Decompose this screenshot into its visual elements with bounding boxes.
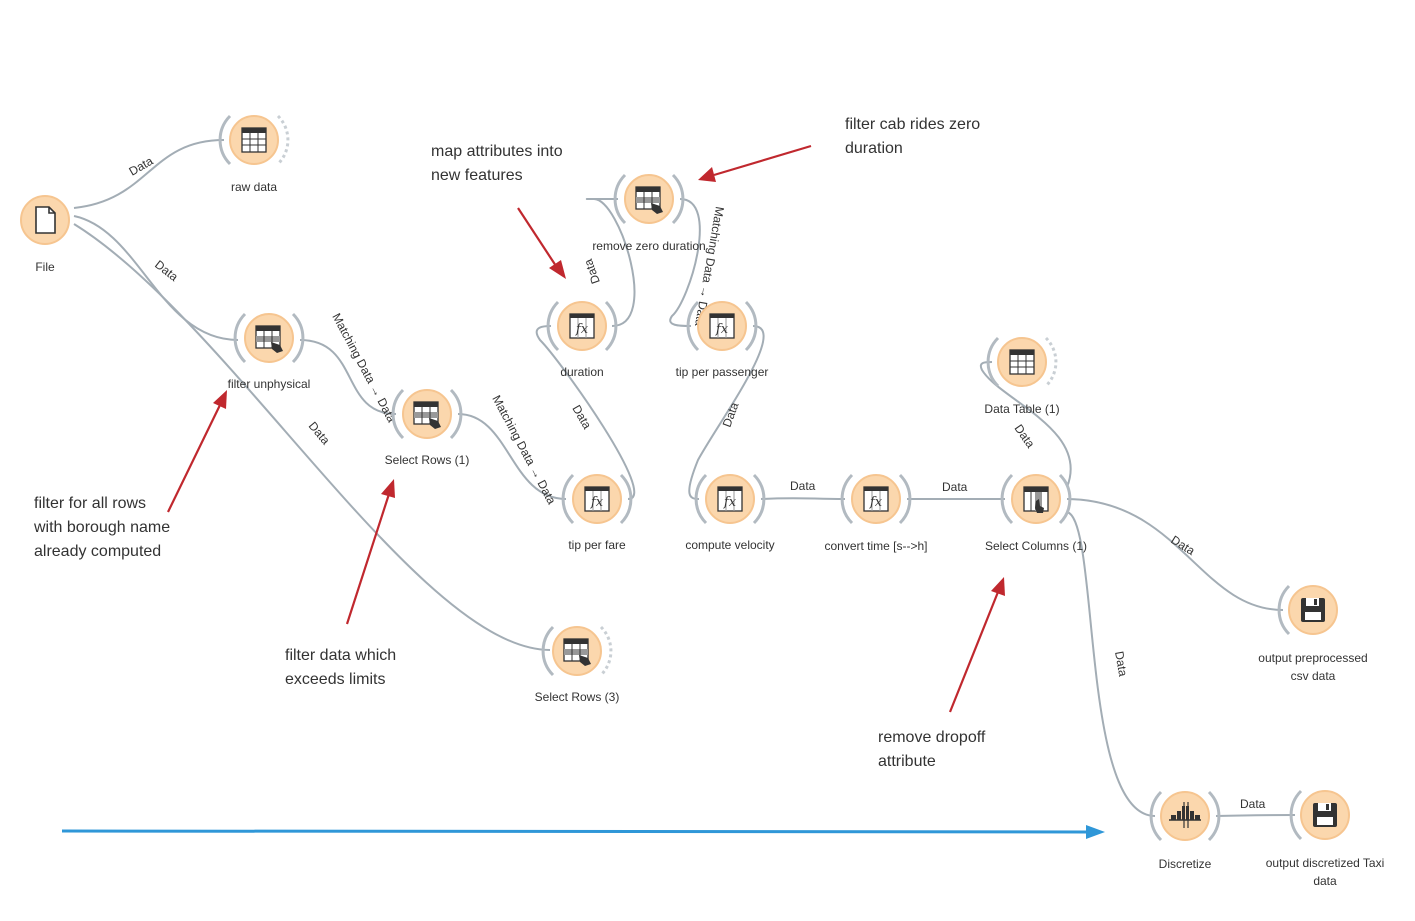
node-tip-per-passenger[interactable]: tip per passenger bbox=[676, 300, 769, 379]
arrow-filter-limits[interactable] bbox=[345, 479, 395, 625]
edge-label-convert-selectcols: Data bbox=[942, 480, 968, 494]
edge-file-select-rows-3[interactable] bbox=[73, 223, 551, 651]
formula-icon bbox=[863, 486, 889, 512]
table-icon bbox=[1009, 349, 1035, 375]
node-label-raw-data: raw data bbox=[231, 180, 277, 194]
node-label-output-preprocessed-1: output preprocessed bbox=[1258, 651, 1367, 665]
note-filter-borough-line2: with borough name bbox=[33, 519, 170, 536]
node-output-discretized[interactable]: output discretized Taxi data bbox=[1266, 789, 1385, 888]
node-convert-time[interactable]: convert time [s-->h] bbox=[824, 473, 928, 553]
arrow-remove-dropoff[interactable] bbox=[948, 577, 1005, 713]
edges-layer bbox=[73, 139, 1296, 817]
node-data-table-1[interactable]: Data Table (1) bbox=[984, 336, 1060, 416]
node-label-tip-per-fare: tip per fare bbox=[568, 538, 626, 552]
formula-icon bbox=[569, 313, 595, 339]
arrow-map-attributes[interactable] bbox=[517, 207, 566, 279]
save-icon bbox=[1313, 803, 1337, 827]
node-select-rows-1[interactable]: Select Rows (1) bbox=[385, 388, 470, 467]
note-map-attributes-line1: map attributes into bbox=[431, 143, 563, 160]
node-label-discretize: Discretize bbox=[1159, 857, 1212, 871]
edge-duration-remove-zero[interactable] bbox=[585, 198, 636, 327]
node-label-output-preprocessed-2: csv data bbox=[1291, 669, 1336, 683]
note-remove-dropoff-line2: attribute bbox=[878, 753, 936, 770]
node-label-output-discretized-1: output discretized Taxi bbox=[1266, 856, 1385, 870]
edge-tip-fare-duration[interactable] bbox=[535, 325, 636, 500]
edge-select-columns-output-preprocessed[interactable] bbox=[1066, 498, 1284, 611]
note-filter-zero-line1: filter cab rides zero bbox=[845, 116, 980, 133]
edge-velocity-convert[interactable] bbox=[760, 497, 846, 500]
note-map-attributes-line2: new features bbox=[431, 167, 523, 184]
node-duration[interactable]: duration bbox=[546, 300, 618, 379]
node-raw-data[interactable]: raw data bbox=[218, 114, 290, 194]
table-icon bbox=[241, 127, 267, 153]
edge-label-file-filter: Data bbox=[152, 257, 181, 284]
arrow-filter-zero[interactable] bbox=[698, 144, 812, 182]
node-label-select-rows-3: Select Rows (3) bbox=[535, 690, 620, 704]
select-columns-icon bbox=[1023, 486, 1049, 514]
node-select-columns-1[interactable]: Select Columns (1) bbox=[985, 473, 1087, 553]
edge-tip-passenger-velocity[interactable] bbox=[688, 325, 765, 500]
formula-icon bbox=[717, 486, 743, 512]
node-label-filter-unphysical: filter unphysical bbox=[228, 377, 311, 391]
edge-label-select1-tipfare: Matching Data → Data bbox=[489, 393, 559, 507]
note-filter-limits-line1: filter data which bbox=[285, 647, 396, 664]
note-filter-limits-line2: exceeds limits bbox=[285, 671, 385, 688]
node-select-rows-3[interactable]: Select Rows (3) bbox=[535, 625, 620, 704]
node-label-select-columns-1: Select Columns (1) bbox=[985, 539, 1087, 553]
save-icon bbox=[1301, 598, 1325, 622]
note-filter-borough-line3: already computed bbox=[34, 543, 161, 560]
edge-file-filter-unphysical[interactable] bbox=[73, 215, 239, 341]
note-filter-zero[interactable]: filter cab rides zero duration bbox=[845, 116, 980, 157]
edge-label-file-raw: Data bbox=[127, 154, 156, 179]
node-label-compute-velocity: compute velocity bbox=[685, 538, 774, 552]
node-label-select-rows-1: Select Rows (1) bbox=[385, 453, 470, 467]
node-label-data-table-1: Data Table (1) bbox=[984, 402, 1059, 416]
note-remove-dropoff-line1: remove dropoff bbox=[878, 729, 986, 746]
file-icon bbox=[35, 206, 56, 234]
note-filter-borough[interactable]: filter for all rows with borough name al… bbox=[33, 495, 170, 560]
formula-icon bbox=[709, 313, 735, 339]
node-filter-unphysical[interactable]: filter unphysical bbox=[228, 312, 311, 391]
edge-select-rows-1-tip-fare[interactable] bbox=[457, 413, 567, 500]
edge-label-selectcols-discretize: Data bbox=[1112, 650, 1130, 678]
node-remove-zero-duration[interactable]: remove zero duration bbox=[592, 173, 706, 253]
note-map-attributes[interactable]: map attributes into new features bbox=[431, 143, 563, 184]
arrow-filter-borough[interactable] bbox=[167, 390, 227, 513]
formula-icon bbox=[584, 486, 610, 512]
note-filter-limits[interactable]: filter data which exceeds limits bbox=[285, 647, 396, 688]
note-remove-dropoff[interactable]: remove dropoff attribute bbox=[878, 729, 986, 770]
node-tip-per-fare[interactable]: tip per fare bbox=[561, 473, 633, 552]
node-compute-velocity[interactable]: compute velocity bbox=[685, 473, 775, 552]
node-label-file: File bbox=[35, 260, 55, 274]
node-label-remove-zero-duration: remove zero duration bbox=[592, 239, 705, 253]
node-label-tip-per-passenger: tip per passenger bbox=[676, 365, 769, 379]
edge-filter-select-rows-1[interactable] bbox=[299, 339, 397, 415]
edge-label-file-select3: Data bbox=[306, 419, 333, 448]
edge-label-filter-select1: Matching Data → Data bbox=[329, 311, 399, 425]
edge-label-discretize-output: Data bbox=[1240, 797, 1266, 811]
node-output-preprocessed[interactable]: output preprocessed csv data bbox=[1258, 584, 1368, 683]
node-label-convert-time: convert time [s-->h] bbox=[824, 539, 927, 553]
edge-label-tippass-velocity: Data bbox=[720, 400, 742, 429]
edge-select-columns-discretize[interactable] bbox=[1066, 511, 1156, 817]
node-label-output-discretized-2: data bbox=[1313, 874, 1337, 888]
edge-label-selectcols-datatable: Data bbox=[1012, 422, 1038, 451]
node-label-duration: duration bbox=[560, 365, 603, 379]
edge-remove-zero-tip-passenger[interactable] bbox=[669, 198, 701, 327]
edge-label-velocity-convert: Data bbox=[790, 479, 816, 493]
edge-discretize-output-discretized[interactable] bbox=[1215, 814, 1296, 817]
edge-label-selectcols-output: Data bbox=[1168, 533, 1197, 558]
node-discretize[interactable]: Discretize bbox=[1149, 790, 1221, 871]
note-filter-zero-line2: duration bbox=[845, 140, 903, 157]
edge-file-raw-data[interactable] bbox=[73, 139, 225, 209]
flow-direction-arrow bbox=[61, 825, 1105, 839]
note-filter-borough-line1: filter for all rows bbox=[34, 495, 146, 512]
edge-label-duration-remove: Data bbox=[581, 257, 603, 286]
node-file[interactable]: File bbox=[20, 195, 70, 274]
